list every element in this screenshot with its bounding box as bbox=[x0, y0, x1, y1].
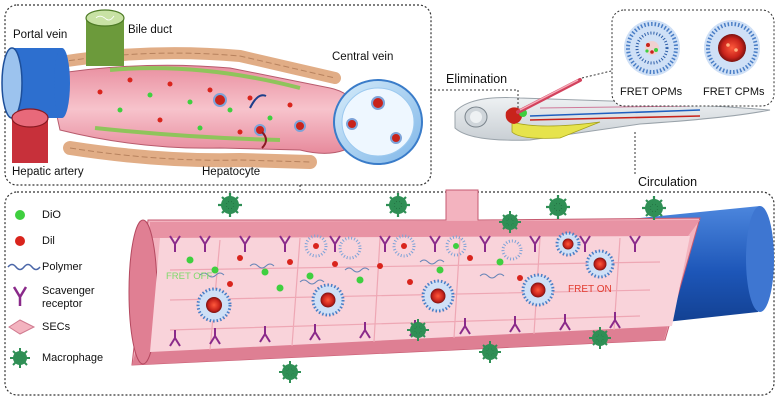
hepatocyte-label: Hepatocyte bbox=[202, 166, 261, 178]
legend-macrophage-label: Macrophage bbox=[42, 352, 104, 364]
legend-scavenger-label-1: Scavenger bbox=[42, 285, 95, 297]
lobule-micelles bbox=[213, 93, 306, 136]
legend-polymer-label: Polymer bbox=[42, 261, 83, 273]
bile-duct-label: Bile duct bbox=[128, 24, 173, 36]
fret-on-label: FRET ON bbox=[568, 284, 612, 295]
zebrafish-larva bbox=[454, 97, 771, 141]
legend-scavenger-label-2: receptor bbox=[42, 298, 83, 310]
elimination-connector bbox=[430, 89, 519, 108]
bile-duct-tube bbox=[85, 9, 125, 66]
central-vein-micelles bbox=[346, 96, 402, 144]
opm-micelle bbox=[624, 20, 680, 76]
dio-legend-icon bbox=[15, 210, 25, 220]
elimination-label: Elimination bbox=[446, 72, 508, 86]
dil-legend-icon bbox=[15, 236, 25, 246]
flow-arrow-up bbox=[249, 94, 267, 109]
fret-opm-label: FRET OPMs bbox=[620, 86, 683, 98]
flow-arrow-down bbox=[261, 131, 267, 149]
fret-off-label: FRET OFF bbox=[166, 271, 213, 282]
hepatic-artery-tube bbox=[11, 108, 49, 163]
legend-secs-label: SECs bbox=[42, 321, 71, 333]
bile-canaliculus bbox=[109, 66, 301, 90]
dissociating-micelles bbox=[304, 234, 523, 261]
fret-cpm-label: FRET CPMs bbox=[703, 86, 765, 98]
cpm-micelle bbox=[704, 20, 760, 76]
polymer-legend-icon bbox=[7, 263, 41, 271]
injection-needle bbox=[516, 78, 582, 114]
central-vein-label: Central vein bbox=[332, 51, 394, 63]
hepatic-artery-label: Hepatic artery bbox=[12, 166, 84, 178]
blood-vessel bbox=[128, 189, 774, 366]
portal-vein-label: Portal vein bbox=[13, 29, 68, 41]
sec-legend-icon bbox=[8, 319, 36, 335]
intact-micelles bbox=[196, 231, 615, 323]
legend-icons bbox=[7, 210, 41, 368]
scavenger-receptor-legend-icon bbox=[12, 286, 28, 306]
free-dyes bbox=[186, 255, 523, 292]
legend-dio-label: DiO bbox=[42, 209, 61, 221]
circulation-label: Circulation bbox=[638, 175, 698, 189]
lobule-dots bbox=[97, 77, 293, 135]
macrophage-legend-icon bbox=[10, 348, 30, 368]
free-polymer bbox=[199, 259, 505, 285]
top-receptors bbox=[169, 235, 641, 252]
legend-dil-label: Dil bbox=[42, 235, 55, 247]
portal-vein-tube bbox=[1, 47, 70, 119]
macrophages bbox=[218, 193, 666, 383]
